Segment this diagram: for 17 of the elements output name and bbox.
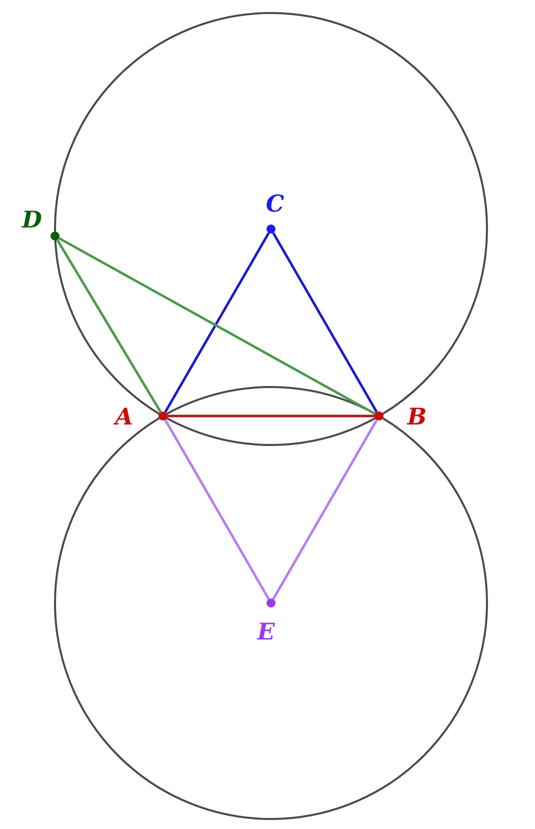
line-segment <box>58 237 376 415</box>
point-label: B <box>407 404 427 430</box>
point-label: D <box>22 206 42 234</box>
point-marker <box>266 224 276 234</box>
line-segment <box>164 232 270 413</box>
line-segment <box>56 239 162 413</box>
line-segment <box>168 414 374 418</box>
line-segment <box>272 232 378 413</box>
point-marker <box>374 412 384 420</box>
point-marker <box>158 412 168 420</box>
point-marker <box>50 232 60 240</box>
point-label: E <box>257 618 275 646</box>
point-label: A <box>115 404 133 430</box>
point-label: C <box>266 190 284 218</box>
line-segment <box>272 419 378 600</box>
point-marker <box>266 598 276 608</box>
line-segment <box>164 419 270 600</box>
